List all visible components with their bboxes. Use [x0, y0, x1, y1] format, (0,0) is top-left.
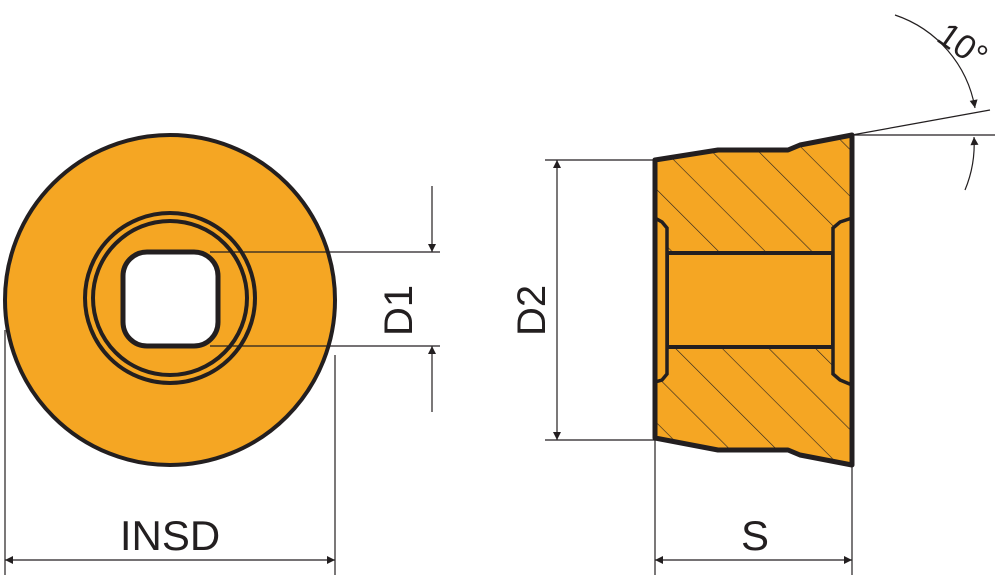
- side-view: [652, 132, 855, 468]
- front-view: [3, 133, 337, 467]
- angle-dimension: 10°: [851, 14, 995, 191]
- d1-label: D1: [377, 285, 421, 336]
- s-dimension: S: [654, 440, 853, 575]
- bore: [665, 251, 835, 349]
- s-label: S: [741, 512, 769, 559]
- insd-label: INSD: [120, 512, 220, 559]
- outer-ring: [83, 211, 257, 385]
- d1-dimension: D1: [210, 186, 440, 412]
- angle-label: 10°: [930, 15, 994, 76]
- d2-dimension: D2: [510, 159, 655, 441]
- inner-ring: [91, 219, 249, 377]
- insd-dimension: INSD: [4, 330, 336, 575]
- right-relief: [831, 215, 854, 388]
- square-hole: [120, 249, 221, 349]
- d2-label: D2: [510, 285, 554, 336]
